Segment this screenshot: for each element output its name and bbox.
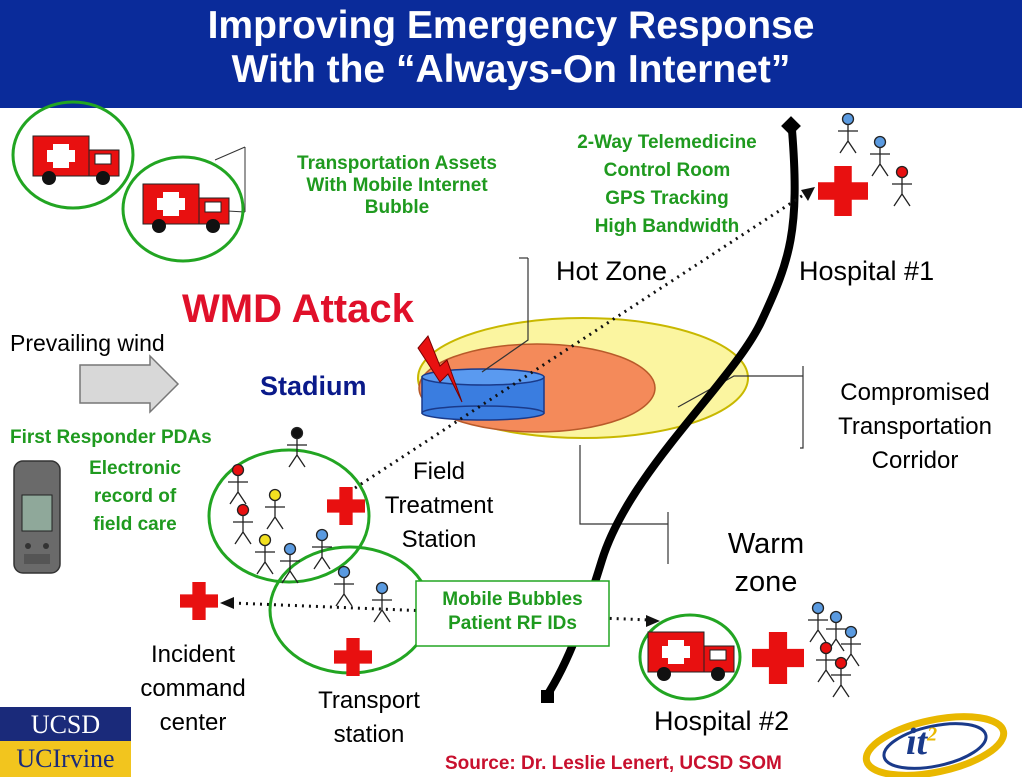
stick-figure-icon bbox=[892, 165, 912, 207]
telemedicine-label: 2-Way Telemedicine Control Room GPS Trac… bbox=[577, 132, 757, 237]
ucirvine-logo bbox=[0, 741, 131, 777]
warm-zone-callout-line bbox=[579, 445, 668, 525]
stick-figure-icon bbox=[312, 528, 332, 570]
hospital-1-label: Hospital #1 bbox=[799, 256, 935, 286]
wind-arrow-icon bbox=[79, 354, 180, 414]
stick-figure-icon bbox=[826, 610, 846, 652]
page-title-line-1: Improving Emergency Response bbox=[207, 4, 815, 47]
source-credit: Source: Dr. Leslie Lenert, UCSD SOM bbox=[445, 753, 782, 774]
ambulance-bubble-1 bbox=[11, 100, 135, 210]
lightning-bolt-icon bbox=[417, 335, 463, 403]
first-responder-label: First Responder PDAs bbox=[10, 427, 212, 448]
hospital-1-cross-icon bbox=[818, 166, 868, 216]
ambulance-icon bbox=[32, 135, 120, 186]
stick-figure-icon bbox=[816, 641, 836, 683]
transportation-assets-label: Transportation Assets With Mobile Intern… bbox=[297, 153, 497, 218]
page-title-line-2: With the “Always-On Internet” bbox=[231, 48, 791, 91]
ucirvine-logo-text: UCIrvine bbox=[16, 744, 115, 773]
incident-command-cross-icon bbox=[180, 582, 218, 620]
mobile-bubbles-box bbox=[415, 580, 610, 647]
hospital-2-label: Hospital #2 bbox=[654, 706, 790, 736]
header-bar bbox=[0, 0, 1022, 108]
stick-figure-icon bbox=[841, 625, 861, 667]
patient-figures bbox=[228, 112, 912, 698]
stick-figure-icon bbox=[280, 542, 300, 584]
stick-figure-icon bbox=[870, 135, 890, 177]
stick-figure-icon bbox=[334, 565, 354, 607]
hospital-2-cross-icon bbox=[752, 632, 804, 684]
mobile-bubbles-label: Mobile Bubbles Patient RF IDs bbox=[442, 589, 583, 634]
field-treatment-label: Field Treatment Station bbox=[384, 458, 494, 553]
field-treatment-cross-icon bbox=[327, 487, 365, 525]
stadium-label: Stadium bbox=[260, 371, 367, 401]
stick-figure-icon bbox=[233, 503, 253, 545]
corridor-callout-line bbox=[677, 375, 803, 408]
ambulance-bubble-2 bbox=[121, 155, 245, 263]
stick-figure-icon bbox=[831, 656, 851, 698]
ambulance-icon bbox=[142, 183, 230, 234]
stick-figure-icon bbox=[228, 463, 248, 505]
stick-figure-icon bbox=[255, 533, 275, 575]
stick-figure-icon bbox=[372, 581, 392, 623]
hospital2-ambulance-bubble bbox=[638, 613, 742, 701]
ambulance-icon bbox=[647, 631, 735, 682]
hot-zone-callout-line bbox=[481, 258, 529, 373]
stick-figure-icon bbox=[265, 488, 285, 530]
compromised-corridor-label: Compromised Transportation Corridor bbox=[838, 379, 992, 474]
transport-station-label: Transport station bbox=[318, 687, 420, 748]
ucsd-logo bbox=[0, 707, 131, 741]
stick-figure-icon bbox=[287, 426, 307, 468]
wmd-attack-label: WMD Attack bbox=[182, 287, 414, 331]
pda-device-icon bbox=[13, 460, 61, 574]
hot-zone-label: Hot Zone bbox=[556, 256, 668, 286]
first-responder-bubble bbox=[207, 448, 371, 584]
stick-figure-icon bbox=[808, 601, 828, 643]
it2-logo-text: it2 bbox=[906, 721, 938, 763]
it2-logo bbox=[862, 713, 1008, 777]
prevailing-wind-label: Prevailing wind bbox=[10, 330, 165, 356]
warm-zone-label: Warm zone bbox=[727, 528, 805, 598]
corridor-end-square bbox=[541, 690, 554, 703]
stick-figure-icon bbox=[838, 112, 858, 154]
incident-command-label: Incident command center bbox=[140, 641, 246, 736]
electronic-record-label: Electronic record of field care bbox=[89, 458, 181, 535]
ucsd-logo-text: UCSD bbox=[30, 710, 101, 739]
